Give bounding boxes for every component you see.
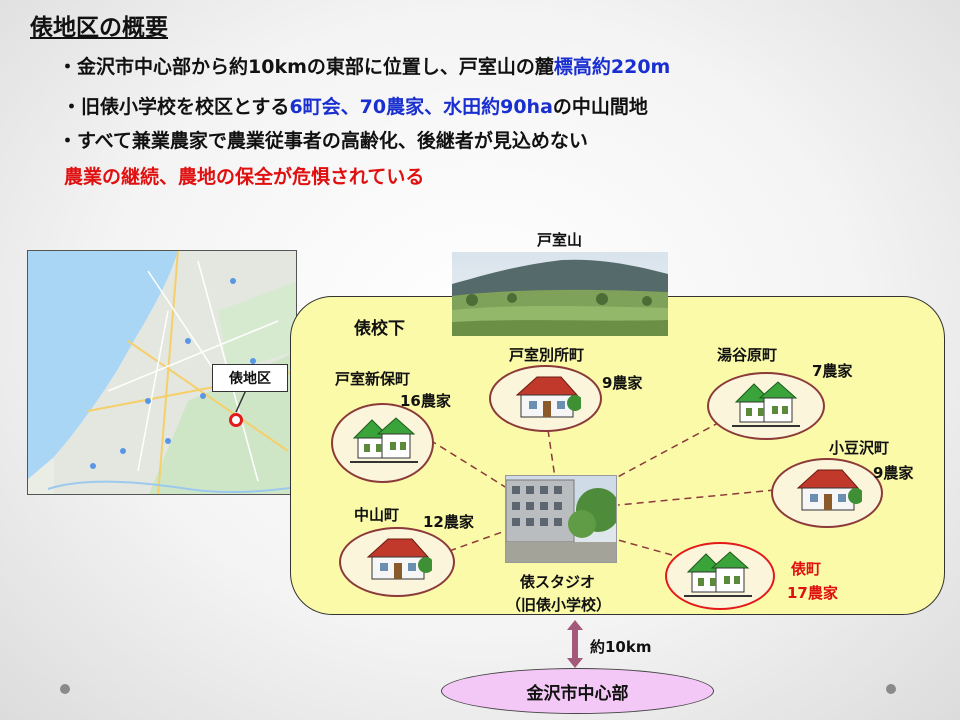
town-name-nakayama: 中山町 <box>354 506 400 524</box>
bullet-part-time-farmers: ・すべて兼業農家で農業従事者の高齢化、後継者が見込めない <box>58 130 588 152</box>
warning-text: 農業の継続、農地の保全が危惧されている <box>64 166 425 188</box>
school-former-name: （旧俵小学校） <box>506 596 612 614</box>
distance-label: 約10km <box>590 638 652 656</box>
map-location-label: 俵地区 <box>212 364 288 392</box>
town-farms-tomuro-shinbo: 16農家 <box>400 392 451 410</box>
double-arrow-icon <box>567 620 583 668</box>
mountain-label: 戸室山 <box>537 231 583 249</box>
map-pointer-line <box>235 389 247 413</box>
town-farms-koazusawa: 9農家 <box>873 464 914 482</box>
farmhouse-icon <box>350 417 418 463</box>
connector-tomuro-bessho <box>547 429 556 479</box>
bullet-school-district: ・旧俵小学校を校区とする6町会、70農家、水田約90haの中山間地 <box>62 96 648 118</box>
house-icon <box>515 376 581 418</box>
town-name-tomuro-bessho: 戸室別所町 <box>509 346 585 364</box>
town-name-tomuro-shinbo: 戸室新保町 <box>335 370 411 388</box>
farmhouse-icon <box>684 551 752 597</box>
connector-tomuro-shinbo <box>429 439 511 491</box>
town-name-tawara: 俵町 <box>791 560 822 578</box>
map-location-marker <box>229 413 243 427</box>
town-farms-nakayama: 12農家 <box>423 513 474 531</box>
house-icon <box>366 538 432 580</box>
farmhouse-icon <box>732 381 800 427</box>
nav-dot-left <box>60 684 70 694</box>
page-title: 俵地区の概要 <box>30 15 168 41</box>
region-label: 俵校下 <box>354 319 405 339</box>
city-center-ellipse: 金沢市中心部 <box>441 668 714 714</box>
school-photo <box>505 475 617 563</box>
connector-yuyagahara <box>611 421 721 481</box>
connector-tawara <box>617 539 673 556</box>
town-name-yuyagahara: 湯谷原町 <box>717 346 778 364</box>
town-name-koazusawa: 小豆沢町 <box>829 439 890 457</box>
town-farms-yuyagahara: 7農家 <box>812 362 853 380</box>
nav-dot-right <box>886 684 896 694</box>
town-farms-tawara: 17農家 <box>787 584 838 602</box>
town-farms-tomuro-bessho: 9農家 <box>602 374 643 392</box>
connector-koazusawa <box>617 489 776 506</box>
school-name: 俵スタジオ <box>520 573 596 591</box>
mountain-photo <box>452 252 668 336</box>
bullet-location: ・金沢市中心部から約10kmの東部に位置し、戸室山の麓標高約220m <box>58 56 671 78</box>
house-icon <box>796 469 862 511</box>
